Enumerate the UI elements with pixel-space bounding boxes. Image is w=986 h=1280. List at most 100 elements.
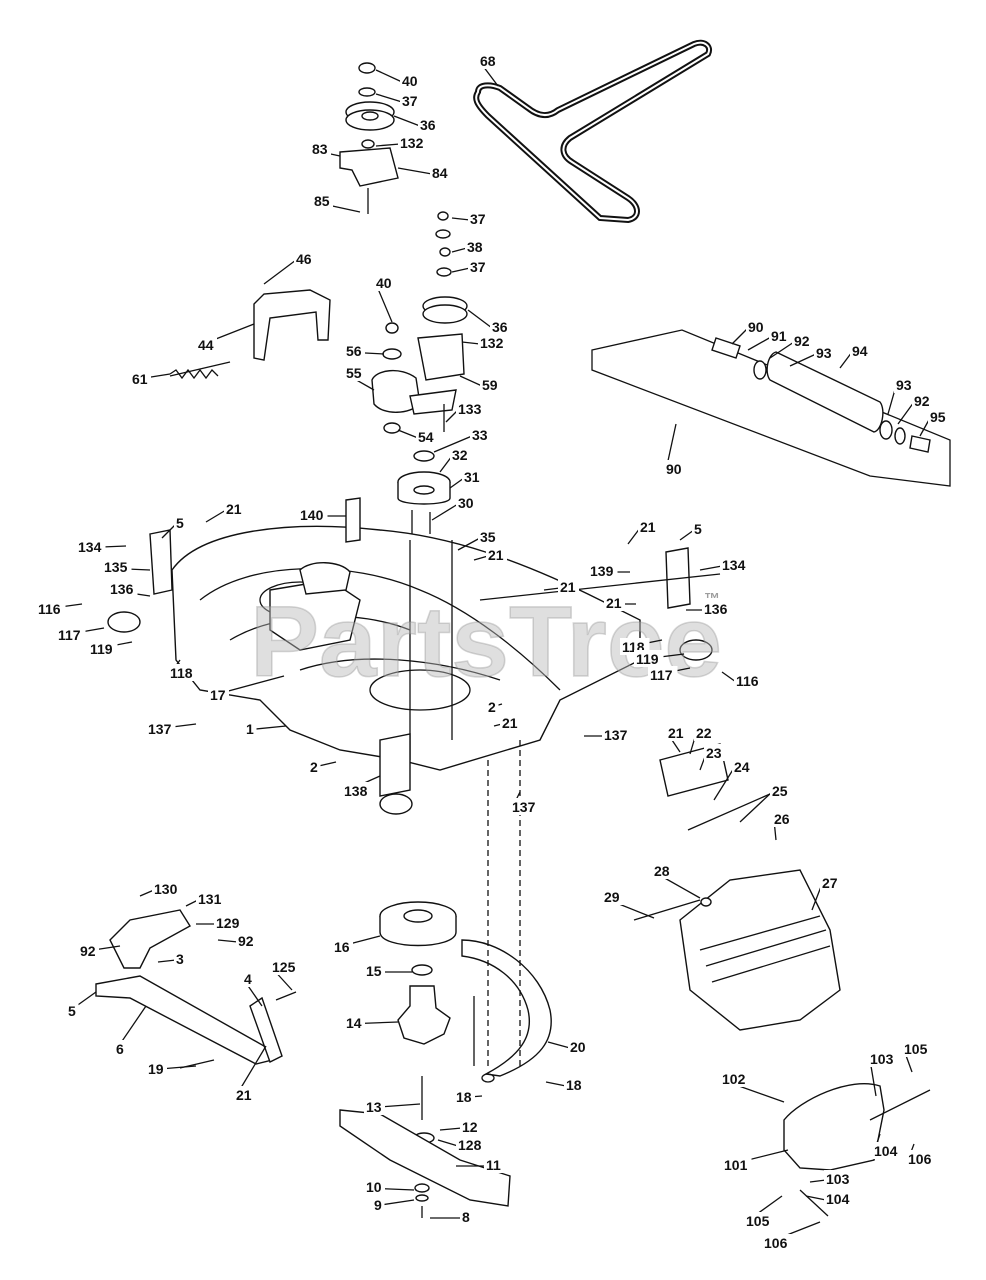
part-callout: 26 [774,811,790,827]
callout-label-bg [486,698,499,715]
part-callout: 31 [464,469,480,485]
callout-label-bg [638,518,659,535]
callout-label-bg [364,1178,385,1195]
part-callout: 32 [452,447,468,463]
callout-label-bg [484,1156,505,1173]
part-callout: 106 [764,1235,788,1251]
part-callout: 134 [78,539,102,555]
part-callout: 137 [512,799,536,815]
callout-label-bg [78,942,99,959]
callout-leader [397,429,419,439]
callout-leader [375,69,403,83]
callout-leader [699,565,723,571]
part-callout: 12 [462,1119,478,1135]
callout-label-bg [744,1212,774,1229]
part-callout: 85 [314,193,330,209]
part-callout: 5 [176,515,184,531]
deck-baffle [461,939,552,1083]
part-callout: 137 [604,727,628,743]
part-callout: 55 [346,365,362,381]
part-callout: 116 [38,601,61,617]
callout-label-bg [294,250,315,267]
part-callout: 19 [148,1061,164,1077]
part-callout: 56 [346,343,362,359]
callout-label-bg [308,758,321,775]
part-callout: 130 [154,881,178,897]
part-callout: 15 [366,963,382,979]
part-callout: 104 [874,1143,898,1159]
callout-label-bg [602,726,632,743]
callout-label-bg [906,1150,936,1167]
callout-label-bg [704,744,725,761]
callout-label-bg [454,1088,475,1105]
part-callout: 68 [480,53,496,69]
part-callout: 21 [640,519,656,535]
callout-label-bg [604,594,625,611]
callout-label-bg [732,758,753,775]
callout-label-bg [824,1190,854,1207]
part-callout: 133 [458,401,482,417]
part-callout: 91 [771,328,787,344]
part-callout: 140 [300,507,324,523]
callout-label-bg [456,1136,486,1153]
callout-label-bg [224,500,245,517]
part-callout: 102 [722,1071,746,1087]
callout-label-bg [648,666,678,683]
callout-label-bg [214,914,244,931]
callout-label-bg [234,1086,255,1103]
callout-label-bg [894,376,915,393]
callout-leader [543,587,561,591]
part-callout: 59 [482,377,498,393]
callout-leader [397,167,433,175]
part-callout: 28 [654,863,670,879]
callout-leader [449,477,465,489]
part-callout: 37 [470,259,486,275]
part-callout: 20 [570,1039,586,1055]
callout-label-bg [400,92,421,109]
part-callout: 92 [794,333,810,349]
part-callout: 119 [90,641,113,657]
callout-leader [769,341,795,359]
alignment-lines [487,740,521,1070]
part-callout: 119 [636,651,659,667]
callout-label-bg [470,426,491,443]
callout-label-bg [36,600,66,617]
upper-idler-assembly [339,62,399,214]
callout-label-bg [824,1170,854,1187]
part-callout: 131 [198,891,222,907]
part-callout: 92 [80,943,96,959]
deflector-shield [783,1082,931,1217]
callout-label-bg [460,1118,481,1135]
part-callout: 137 [148,721,172,737]
callout-label-bg [588,562,618,579]
callout-label-bg [456,494,477,511]
part-callout: 18 [456,1089,472,1105]
part-callout: 117 [650,667,673,683]
callout-label-bg [152,880,182,897]
part-callout: 103 [826,1171,850,1187]
part-callout: 11 [486,1157,501,1173]
part-callout: 5 [694,521,702,537]
part-callout: 2 [310,759,318,775]
callout-label-bg [814,344,835,361]
callout-label-bg [344,364,365,381]
part-callout: 54 [418,429,434,445]
part-callout: 22 [696,725,712,741]
callout-label-bg [762,1234,792,1251]
part-callout: 21 [560,579,576,595]
callout-label-bg [722,1156,752,1173]
part-callout: 35 [480,529,496,545]
callout-label-bg [450,446,471,463]
callout-label-bg [400,72,421,89]
part-callout: 10 [366,1179,382,1195]
part-callout: 9 [374,1197,382,1213]
part-callout: 21 [668,725,684,741]
callout-label-bg [692,520,705,537]
callout-leader [217,939,239,943]
callout-leader [375,143,401,147]
part-callout: 24 [734,759,750,775]
part-callout: 30 [458,495,474,511]
part-callout: 129 [216,915,240,931]
part-callout: 135 [104,559,128,575]
callout-label-bg [398,134,428,151]
